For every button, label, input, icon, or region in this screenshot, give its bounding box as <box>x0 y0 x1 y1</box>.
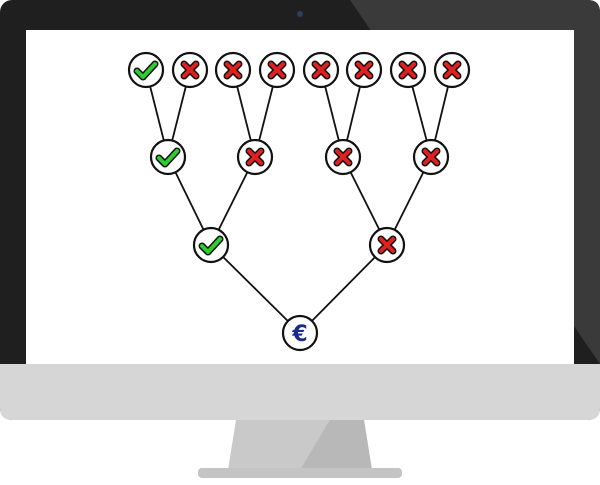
tree-node-l1-1 <box>368 226 406 264</box>
monitor-chin <box>0 364 600 420</box>
edge-root-l1-1 <box>299 244 388 334</box>
webcam <box>297 11 303 17</box>
cross-icon <box>247 149 263 165</box>
check-icon <box>157 149 179 166</box>
euro-icon: € <box>291 322 307 347</box>
cross-icon <box>225 62 241 78</box>
cross-icon <box>423 149 439 165</box>
cross-icon <box>444 62 460 78</box>
tree-node-l3-6 <box>389 51 427 89</box>
monitor-stand-shadow <box>300 420 372 470</box>
tree-node-l2-2 <box>324 138 362 176</box>
cross-icon <box>356 62 372 78</box>
cross-icon <box>182 62 198 78</box>
cross-icon <box>400 62 416 78</box>
tree-node-l1-0 <box>192 226 230 264</box>
node-circle <box>281 314 319 352</box>
cross-icon <box>379 237 395 253</box>
tree-node-l3-3 <box>258 51 296 89</box>
tree-node-l3-4 <box>302 51 340 89</box>
tree-node-l3-1 <box>171 51 209 89</box>
cross-icon <box>335 149 351 165</box>
tree-node-l3-7 <box>433 51 471 89</box>
monitor-stand-base <box>198 468 402 478</box>
tree-node-root: € <box>281 314 319 352</box>
tree-node-l3-0 <box>127 51 165 89</box>
edge-root-l1-0 <box>210 244 301 334</box>
tree-node-l2-0 <box>149 138 187 176</box>
tree-node-l3-2 <box>214 51 252 89</box>
check-icon <box>200 237 222 254</box>
tree-node-l3-5 <box>345 51 383 89</box>
screen <box>26 30 574 364</box>
cross-icon <box>269 62 285 78</box>
cross-icon <box>313 62 329 78</box>
tree-node-l2-1 <box>236 138 274 176</box>
tree-nodes: € <box>127 51 471 352</box>
check-icon <box>135 62 157 79</box>
tree-node-l2-3 <box>412 138 450 176</box>
